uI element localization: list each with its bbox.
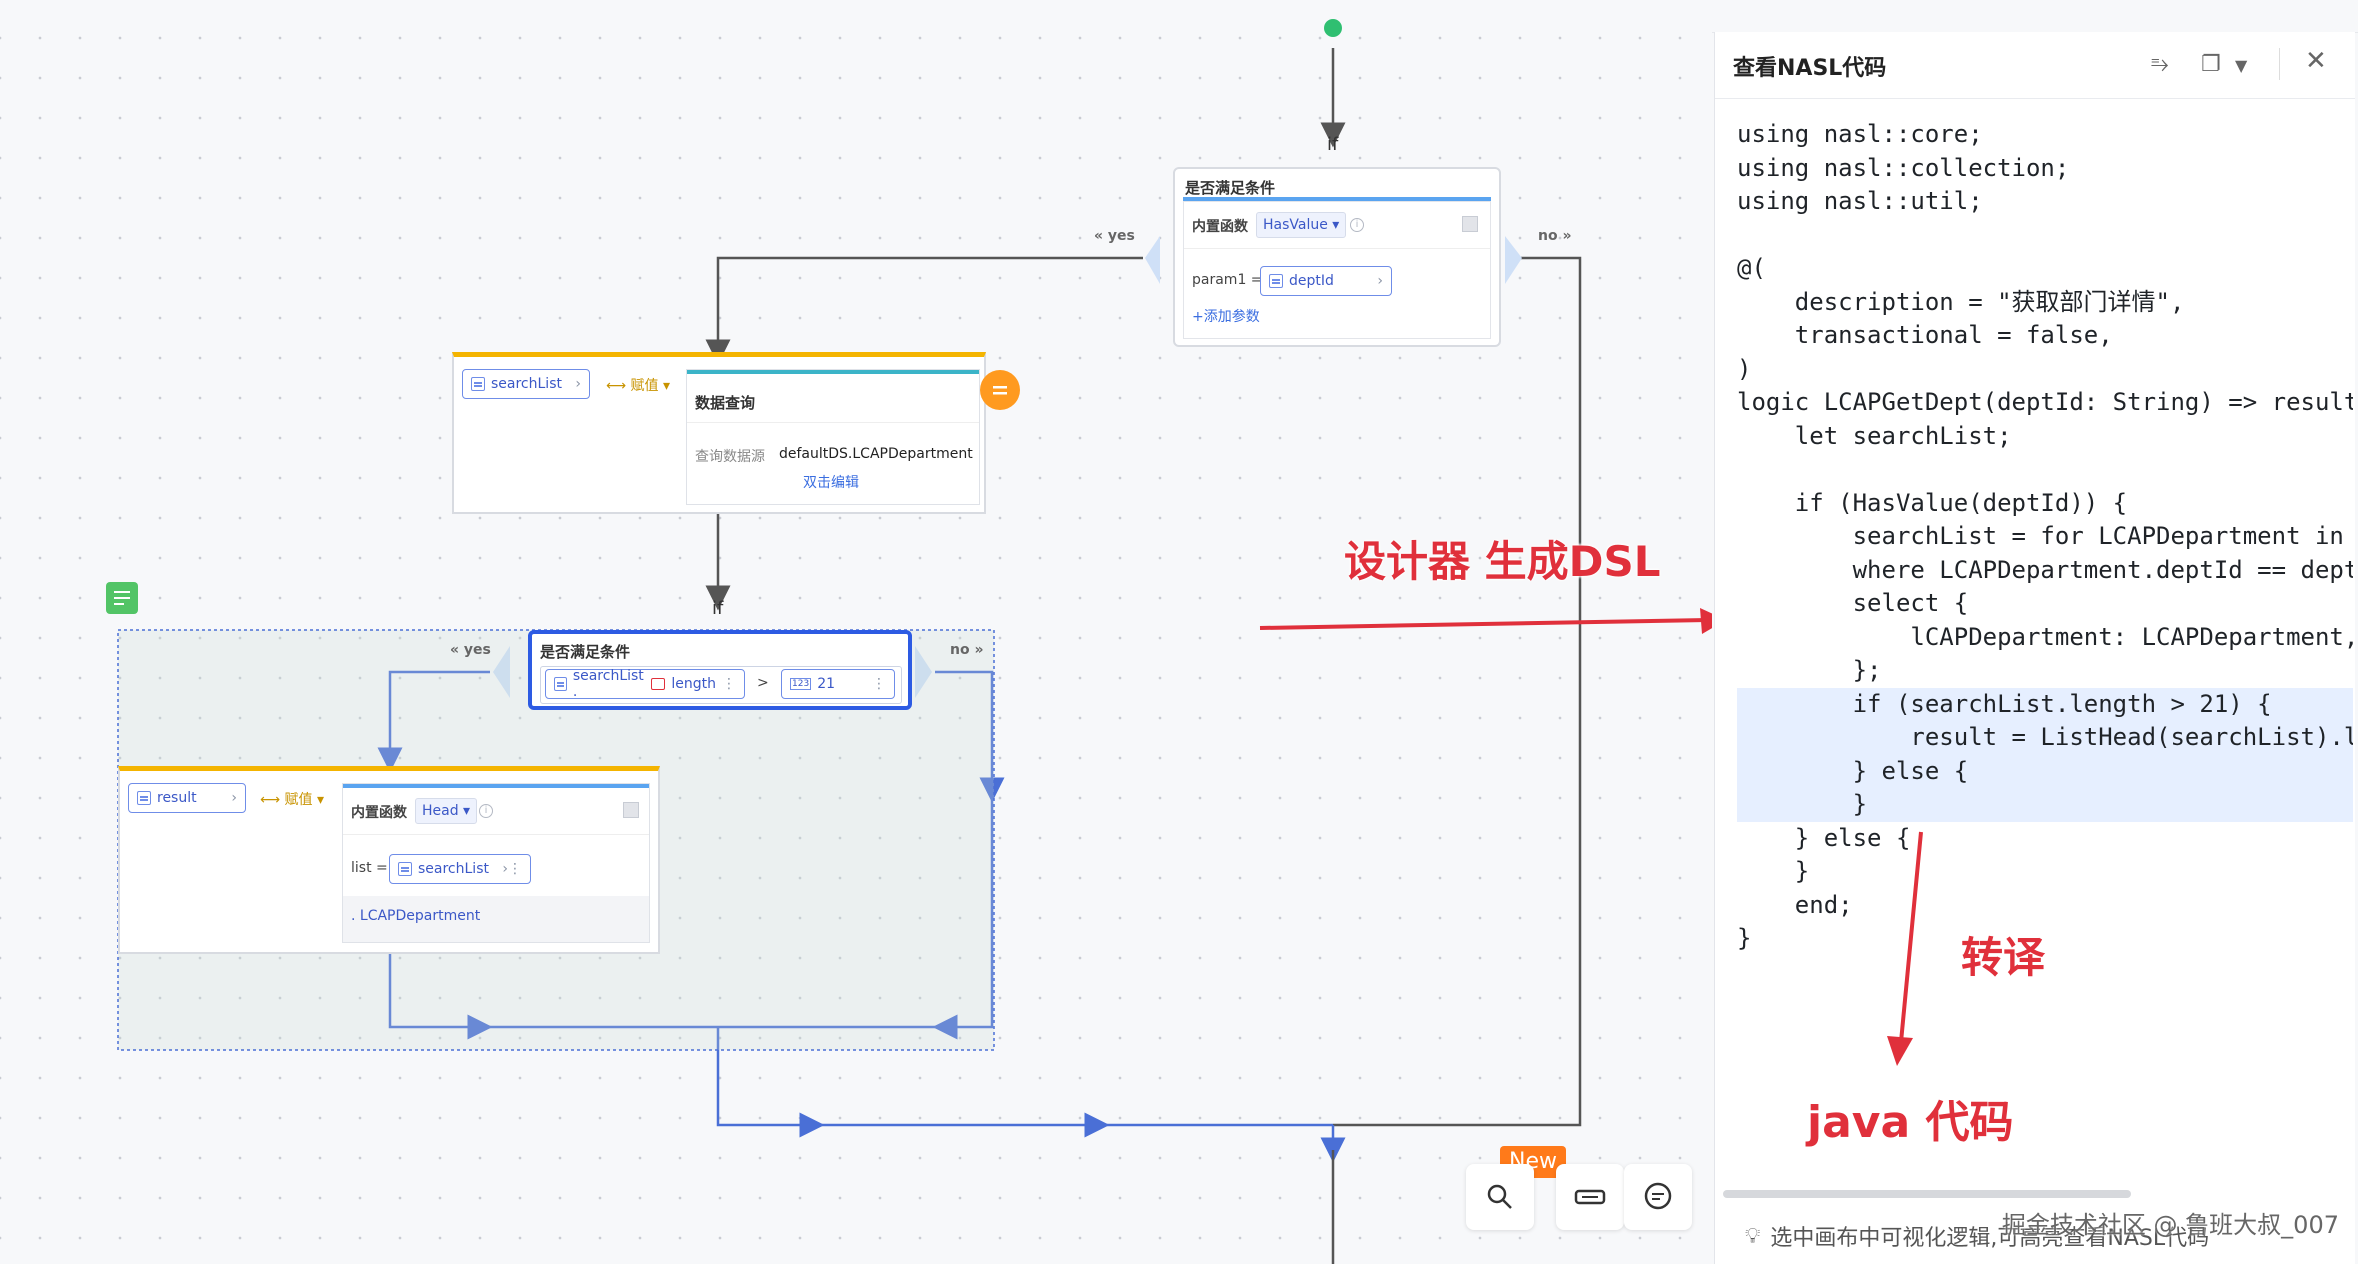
variable-icon: [137, 791, 151, 805]
panel-header: 查看NASL代码 ⥱ ❐ ▼ ✕: [1715, 32, 2355, 99]
search-icon: [1487, 1184, 1512, 1209]
no-label-top: no »: [1538, 228, 1572, 244]
logic-canvas[interactable]: if if « yes no » « yes no » 是否满足条件 内置函数 …: [0, 0, 1712, 1264]
loop-icon[interactable]: [106, 582, 138, 614]
code-line: if (HasValue(deptId)) {: [1737, 488, 2128, 517]
code-line: }: [1737, 857, 1810, 885]
close-icon[interactable]: ✕: [2305, 46, 2327, 76]
code-line: end;: [1737, 890, 1853, 919]
code-line: @(: [1737, 254, 1766, 282]
inner-condition-title: 是否满足条件: [540, 643, 631, 661]
collapse-icon[interactable]: [1462, 216, 1478, 232]
edit-link[interactable]: 双击编辑: [803, 475, 859, 491]
variable-icon: [1269, 274, 1283, 288]
chevron-right-icon: ›: [1377, 273, 1383, 289]
if-label-top: if: [1327, 134, 1339, 155]
if-label-inner: if: [712, 598, 724, 619]
annotation-translate: 转译: [1961, 933, 2046, 982]
query-title: 数据查询: [695, 394, 756, 412]
comment-button[interactable]: [1624, 1164, 1692, 1230]
panel-title: 查看NASL代码: [1733, 56, 1887, 81]
result-target-pill[interactable]: result ›: [128, 783, 246, 813]
query-source-label: 查询数据源: [695, 449, 765, 465]
nasl-code-panel: 查看NASL代码 ⥱ ❐ ▼ ✕ using nasl::core;using …: [1714, 32, 2355, 1264]
code-line: result = ListHead(searchList).l: [1737, 721, 2353, 755]
code-line: logic LCAPGetDept(deptId: String) => res…: [1737, 388, 2353, 416]
list-label: list =: [351, 860, 388, 876]
keyboard-icon: [1574, 1189, 1606, 1205]
param-label: param1 =: [1192, 272, 1263, 288]
function-select[interactable]: Head ▾: [415, 798, 478, 824]
collapse-icon[interactable]: [623, 802, 639, 818]
code-line: if (searchList.length > 21) {: [1737, 687, 2353, 721]
code-line: };: [1737, 656, 1882, 684]
info-icon: i: [1350, 218, 1364, 232]
wrap-lines-icon[interactable]: ⥱: [2151, 52, 2169, 77]
keyboard-button[interactable]: [1556, 1164, 1624, 1230]
number-type-icon: 123: [790, 678, 812, 690]
function-select[interactable]: HasValue ▾: [1256, 212, 1347, 238]
search-assign-node[interactable]: searchList › ⟷ 赋值 ▾ 数据查询 查询数据源 defaultDS…: [452, 352, 986, 514]
tip-bar: 💡︎ 选中画布中可视化逻辑,可高亮查看NASL代码: [1745, 1220, 2209, 1252]
query-source-value: defaultDS.LCAPDepartment: [779, 446, 973, 462]
property-icon: [650, 678, 666, 690]
chevron-right-icon: ›: [575, 376, 581, 392]
code-line: lCAPDepartment: LCAPDepartment,: [1737, 622, 2353, 651]
list-value-pill[interactable]: searchList ›⋮: [389, 854, 531, 884]
variable-icon: [471, 377, 485, 391]
top-condition-node[interactable]: 是否满足条件 内置函数 HasValue ▾ i param1 = deptId…: [1173, 167, 1501, 347]
builtin-label: 内置函数: [351, 805, 407, 821]
code-line: using nasl::util;: [1737, 187, 1983, 215]
watermark: 掘金技术社区 @ 鲁班大叔_007: [2001, 1211, 2339, 1239]
code-line: select {: [1737, 589, 1969, 617]
yes-label-inner: « yes: [450, 642, 491, 658]
variable-icon: [398, 862, 412, 876]
code-line: transactional = false,: [1737, 321, 2113, 349]
variable-icon: [554, 677, 567, 691]
result-assign-node[interactable]: result › ⟷ 赋值 ▾ 内置函数 Head ▾ i list = sea…: [118, 766, 660, 954]
code-line: searchList = for LCAPDepartment in: [1737, 522, 2344, 550]
condition-title: 是否满足条件: [1185, 179, 1276, 197]
searchlist-target-pill[interactable]: searchList ›: [462, 369, 590, 399]
assign-selector[interactable]: ⟷ 赋值 ▾: [260, 792, 324, 808]
code-line: }: [1737, 924, 1752, 952]
code-line: description = "获取部门详情",: [1737, 287, 2185, 316]
annotation-designer: 设计器 生成DSL: [1344, 537, 1661, 586]
info-icon: i: [479, 804, 493, 818]
chevron-right-icon: ›: [231, 790, 237, 806]
code-line: let searchList;: [1737, 421, 2012, 450]
inner-condition-node[interactable]: 是否满足条件 searchList . length ⋮ > 123 21 ⋮: [528, 630, 912, 710]
copy-icon[interactable]: ❐: [2201, 52, 2221, 77]
annotation-java: java 代码: [1807, 1097, 2014, 1148]
comment-icon[interactable]: [980, 370, 1020, 410]
code-line: }: [1737, 788, 2353, 822]
builtin-label: 内置函数: [1192, 219, 1248, 235]
searchlist-length-pill[interactable]: searchList . length ⋮: [545, 668, 745, 700]
comment-icon: [1644, 1182, 1672, 1210]
code-line: using nasl::collection;: [1737, 153, 2070, 182]
chevron-down-icon[interactable]: ▼: [2235, 56, 2248, 75]
red-arrow-down: [1887, 831, 1923, 1066]
lightbulb-icon: 💡︎: [1745, 1223, 1761, 1249]
property-value[interactable]: . LCAPDepartment: [351, 908, 481, 924]
tip-text: 选中画布中可视化逻辑,可高亮查看NASL代码: [1770, 1226, 2210, 1251]
code-line: } else {: [1737, 823, 1911, 852]
start-node: [1324, 19, 1342, 37]
yes-label-top: « yes: [1094, 228, 1135, 244]
code-line: where LCAPDepartment.deptId == dept: [1737, 555, 2353, 584]
code-line: } else {: [1737, 754, 2353, 788]
assign-selector[interactable]: ⟷ 赋值 ▾: [606, 378, 670, 394]
search-button[interactable]: [1466, 1164, 1534, 1230]
param-value-pill[interactable]: deptId ›: [1260, 266, 1392, 296]
no-label-inner: no »: [950, 642, 984, 658]
add-param-link[interactable]: +添加参数: [1192, 309, 1260, 325]
code-line: ): [1737, 354, 1752, 383]
code-view[interactable]: using nasl::core;using nasl::collection;…: [1737, 118, 2353, 956]
horizontal-scrollbar[interactable]: [1723, 1190, 2131, 1198]
number-value-pill[interactable]: 123 21 ⋮: [781, 669, 895, 699]
operator[interactable]: >: [757, 675, 769, 691]
code-line: using nasl::core;: [1737, 120, 1983, 148]
